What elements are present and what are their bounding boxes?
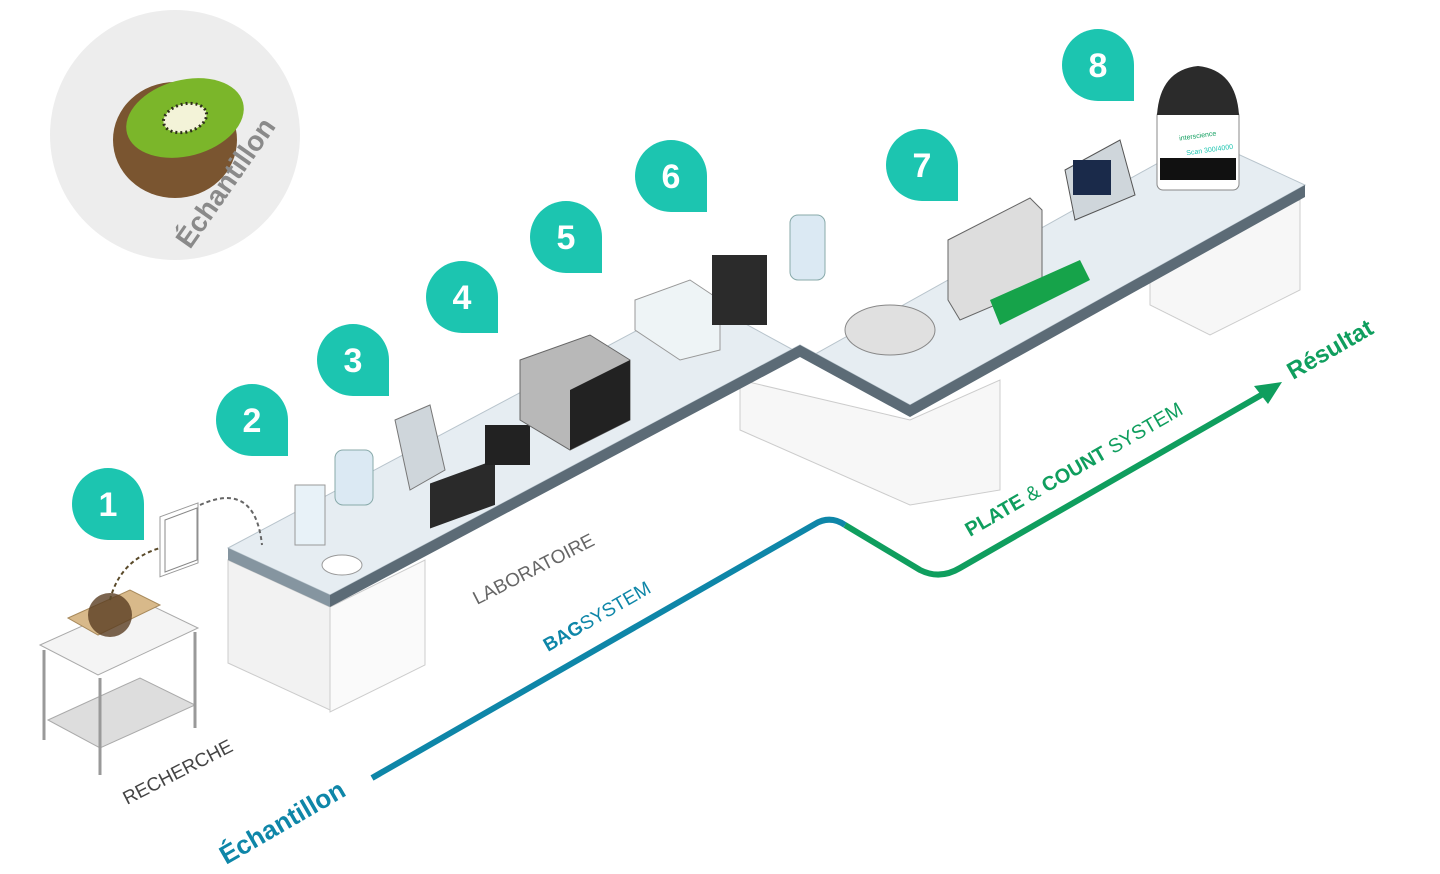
kiwi-icon bbox=[113, 78, 244, 198]
zone-research-label: RECHERCHE bbox=[120, 736, 237, 809]
step-marker-5[interactable]: 5 bbox=[530, 201, 602, 273]
bagsystem-label: BAGSYSTEM bbox=[540, 578, 655, 656]
scanner: interscience Scan 300/4000 bbox=[1156, 66, 1240, 191]
sample-badge: Échantillon bbox=[50, 10, 300, 260]
step-number: 2 bbox=[243, 402, 262, 440]
step-number: 3 bbox=[344, 342, 363, 380]
research-trolley bbox=[38, 589, 200, 775]
flow-start-label: Échantillon bbox=[214, 774, 350, 870]
step-number: 1 bbox=[99, 486, 118, 524]
step-number: 8 bbox=[1089, 47, 1108, 85]
step-markers: 1 2 3 4 5 6 7 8 bbox=[72, 29, 1134, 540]
step-number: 6 bbox=[662, 158, 681, 196]
step-marker-7[interactable]: 7 bbox=[886, 129, 958, 201]
equipment: interscience Scan 300/4000 bbox=[109, 66, 1240, 601]
step-marker-2[interactable]: 2 bbox=[216, 384, 288, 456]
step-marker-3[interactable]: 3 bbox=[317, 324, 389, 396]
step-marker-8[interactable]: 8 bbox=[1062, 29, 1134, 101]
bagsystem-light: SYSTEM bbox=[577, 578, 655, 635]
step-marker-4[interactable]: 4 bbox=[426, 261, 498, 333]
step-marker-6[interactable]: 6 bbox=[635, 140, 707, 212]
zone-lab-label: LABORATOIRE bbox=[470, 530, 598, 609]
step-marker-1[interactable]: 1 bbox=[72, 468, 144, 540]
workflow-line bbox=[370, 382, 1282, 781]
plate-light: SYSTEM bbox=[1105, 399, 1187, 459]
step-number: 5 bbox=[557, 219, 576, 257]
flow-end-label: Résultat bbox=[1283, 314, 1379, 385]
step-number: 4 bbox=[453, 279, 472, 317]
step-number: 7 bbox=[913, 147, 932, 185]
arrow-head-icon bbox=[1254, 382, 1282, 404]
